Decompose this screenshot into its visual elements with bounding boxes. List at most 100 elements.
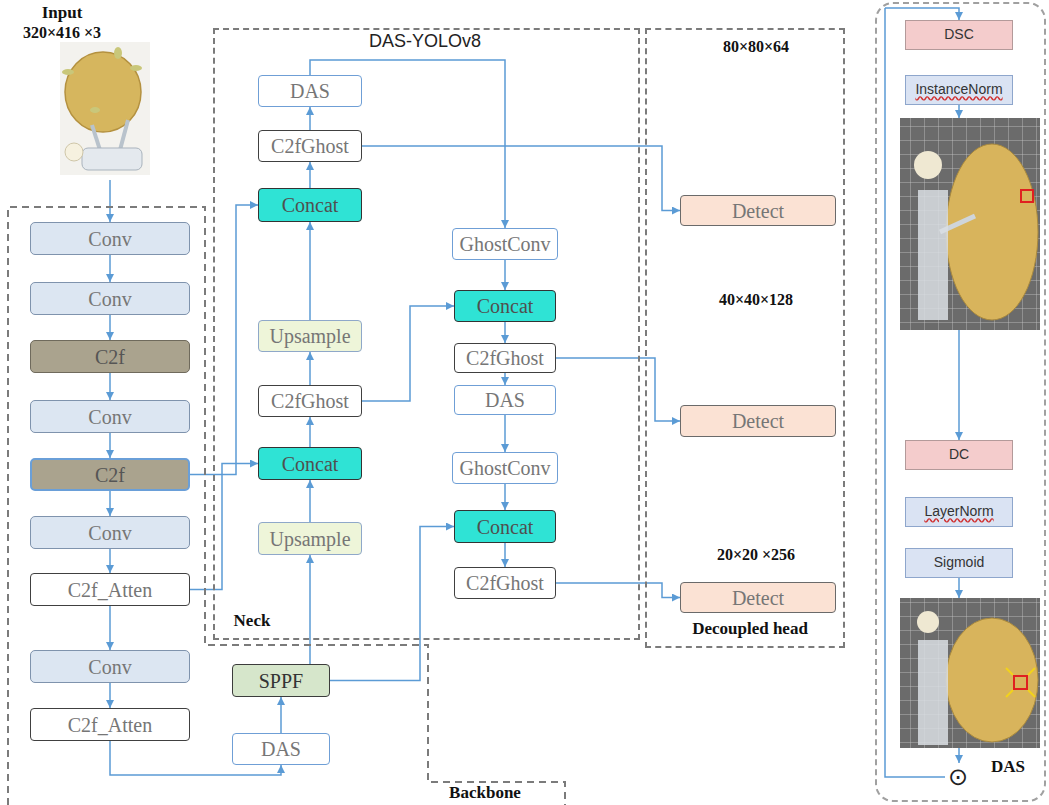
block-label: DAS xyxy=(290,80,330,102)
block-label: Conv xyxy=(88,656,131,678)
sppf-block: SPPF xyxy=(232,664,330,697)
connector-arrow xyxy=(309,417,311,447)
connector-arrow xyxy=(362,306,454,401)
group-label: Decoupled head xyxy=(692,620,808,639)
connector-arrow xyxy=(309,555,311,664)
group-label: DAS-YOLOv8 xyxy=(369,32,481,52)
connector-arrow xyxy=(362,146,680,211)
block-label: Concat xyxy=(282,453,339,475)
connector-arrow xyxy=(504,484,506,510)
dsc-block: DSC xyxy=(905,20,1013,50)
detect-block: Detect xyxy=(680,582,836,613)
stand-base xyxy=(82,148,142,170)
connector-arrow xyxy=(109,683,111,708)
connector-arrow xyxy=(556,358,680,421)
upsample-block: Upsample xyxy=(258,522,362,555)
c2fghost-block: C2fGhost xyxy=(454,343,556,373)
block-label: DAS xyxy=(485,389,525,411)
connector-arrow xyxy=(309,162,311,188)
potato xyxy=(946,618,1038,742)
conv-block: Conv xyxy=(30,650,190,683)
block-label: Concat xyxy=(477,516,534,538)
conv-block: Conv xyxy=(30,400,190,433)
input-wire xyxy=(885,8,959,20)
connector-arrow xyxy=(309,107,311,130)
stand xyxy=(918,640,948,745)
flow-wire xyxy=(958,105,960,118)
sampling-window xyxy=(1021,190,1033,202)
c2fghost-block: C2fGhost xyxy=(258,385,362,417)
input-image: Input320×416 ×3 xyxy=(10,2,165,180)
connector-arrow xyxy=(109,549,111,573)
block-label: Sigmoid xyxy=(934,555,985,570)
ghostconv-block: GhostConv xyxy=(452,452,558,484)
neck-group: DAS-YOLOv8NeckDASC2fGhostConcatUpsampleC… xyxy=(213,28,640,640)
block-label: Conv xyxy=(88,522,131,544)
c2f-atten-block: C2f_Atten xyxy=(30,573,190,606)
connector-arrow xyxy=(109,180,111,222)
c2f-block: C2f xyxy=(30,340,190,373)
connector-arrow xyxy=(109,315,111,340)
group-label: DAS xyxy=(991,758,1025,777)
block-label: C2fGhost xyxy=(466,572,544,594)
sprout xyxy=(114,47,122,59)
potato xyxy=(65,52,141,132)
group-label: Neck xyxy=(234,612,271,631)
sprout xyxy=(62,69,74,75)
flow-wire xyxy=(958,748,960,763)
sampling-window xyxy=(1014,676,1027,689)
block-label: GhostConv xyxy=(459,233,550,255)
block-label: Detect xyxy=(732,587,784,609)
concat-block: Concat xyxy=(258,188,362,222)
block-label: C2f_Atten xyxy=(68,579,152,601)
connector-arrow xyxy=(190,205,258,475)
block-label: C2f_Atten xyxy=(68,714,152,736)
connector-arrow xyxy=(556,583,680,598)
block-label: C2fGhost xyxy=(271,390,349,412)
connector-arrow xyxy=(109,606,111,650)
block-label: C2f xyxy=(95,346,125,368)
layernorm-block: LayerNorm xyxy=(905,497,1013,527)
connector-arrow xyxy=(504,322,506,343)
flow-wire xyxy=(958,330,960,440)
das-block: DAS xyxy=(232,733,330,765)
feature-image xyxy=(900,598,1040,748)
upsample-block: Upsample xyxy=(258,320,362,352)
c2fghost-block: C2fGhost xyxy=(258,130,362,162)
connector-arrow xyxy=(504,543,506,567)
stand xyxy=(918,190,948,320)
stand-rod xyxy=(120,120,128,150)
tensor-size-label: 40×40×128 xyxy=(719,291,793,309)
c2f-atten-block: C2f_Atten xyxy=(30,708,190,741)
input-photo-ground xyxy=(60,42,150,175)
sigmoid-block: Sigmoid xyxy=(905,548,1013,578)
connector-arrow xyxy=(504,260,506,290)
tensor-size-label: 20×20 ×256 xyxy=(717,546,795,564)
block-label: ⊙ xyxy=(948,764,968,790)
sprout xyxy=(90,107,100,113)
dc-block: DC xyxy=(905,440,1013,470)
block-label: DAS xyxy=(261,738,301,760)
group-label: Input xyxy=(42,4,83,23)
reference-ball xyxy=(917,611,939,633)
skip-wire xyxy=(885,8,945,777)
block-label: C2f xyxy=(95,464,125,486)
block-label: Concat xyxy=(282,194,339,216)
instancenorm-block: InstanceNorm xyxy=(905,75,1013,105)
block-label: Detect xyxy=(732,200,784,222)
ghostconv-block: GhostConv xyxy=(452,228,558,260)
block-label: C2fGhost xyxy=(271,135,349,157)
connector-arrow xyxy=(109,433,111,458)
block-label: Upsample xyxy=(269,528,350,550)
connector-arrow xyxy=(504,373,506,385)
flow-wire xyxy=(958,578,960,598)
potato xyxy=(946,144,1038,320)
conv-block: Conv xyxy=(30,516,190,549)
block-label: Conv xyxy=(88,288,131,310)
c2f-block: C2f xyxy=(30,458,190,491)
offset-arrows xyxy=(1006,668,1035,697)
connector-arrow xyxy=(309,222,311,320)
connector-arrow xyxy=(504,415,506,452)
das-block: DAS xyxy=(454,385,556,415)
